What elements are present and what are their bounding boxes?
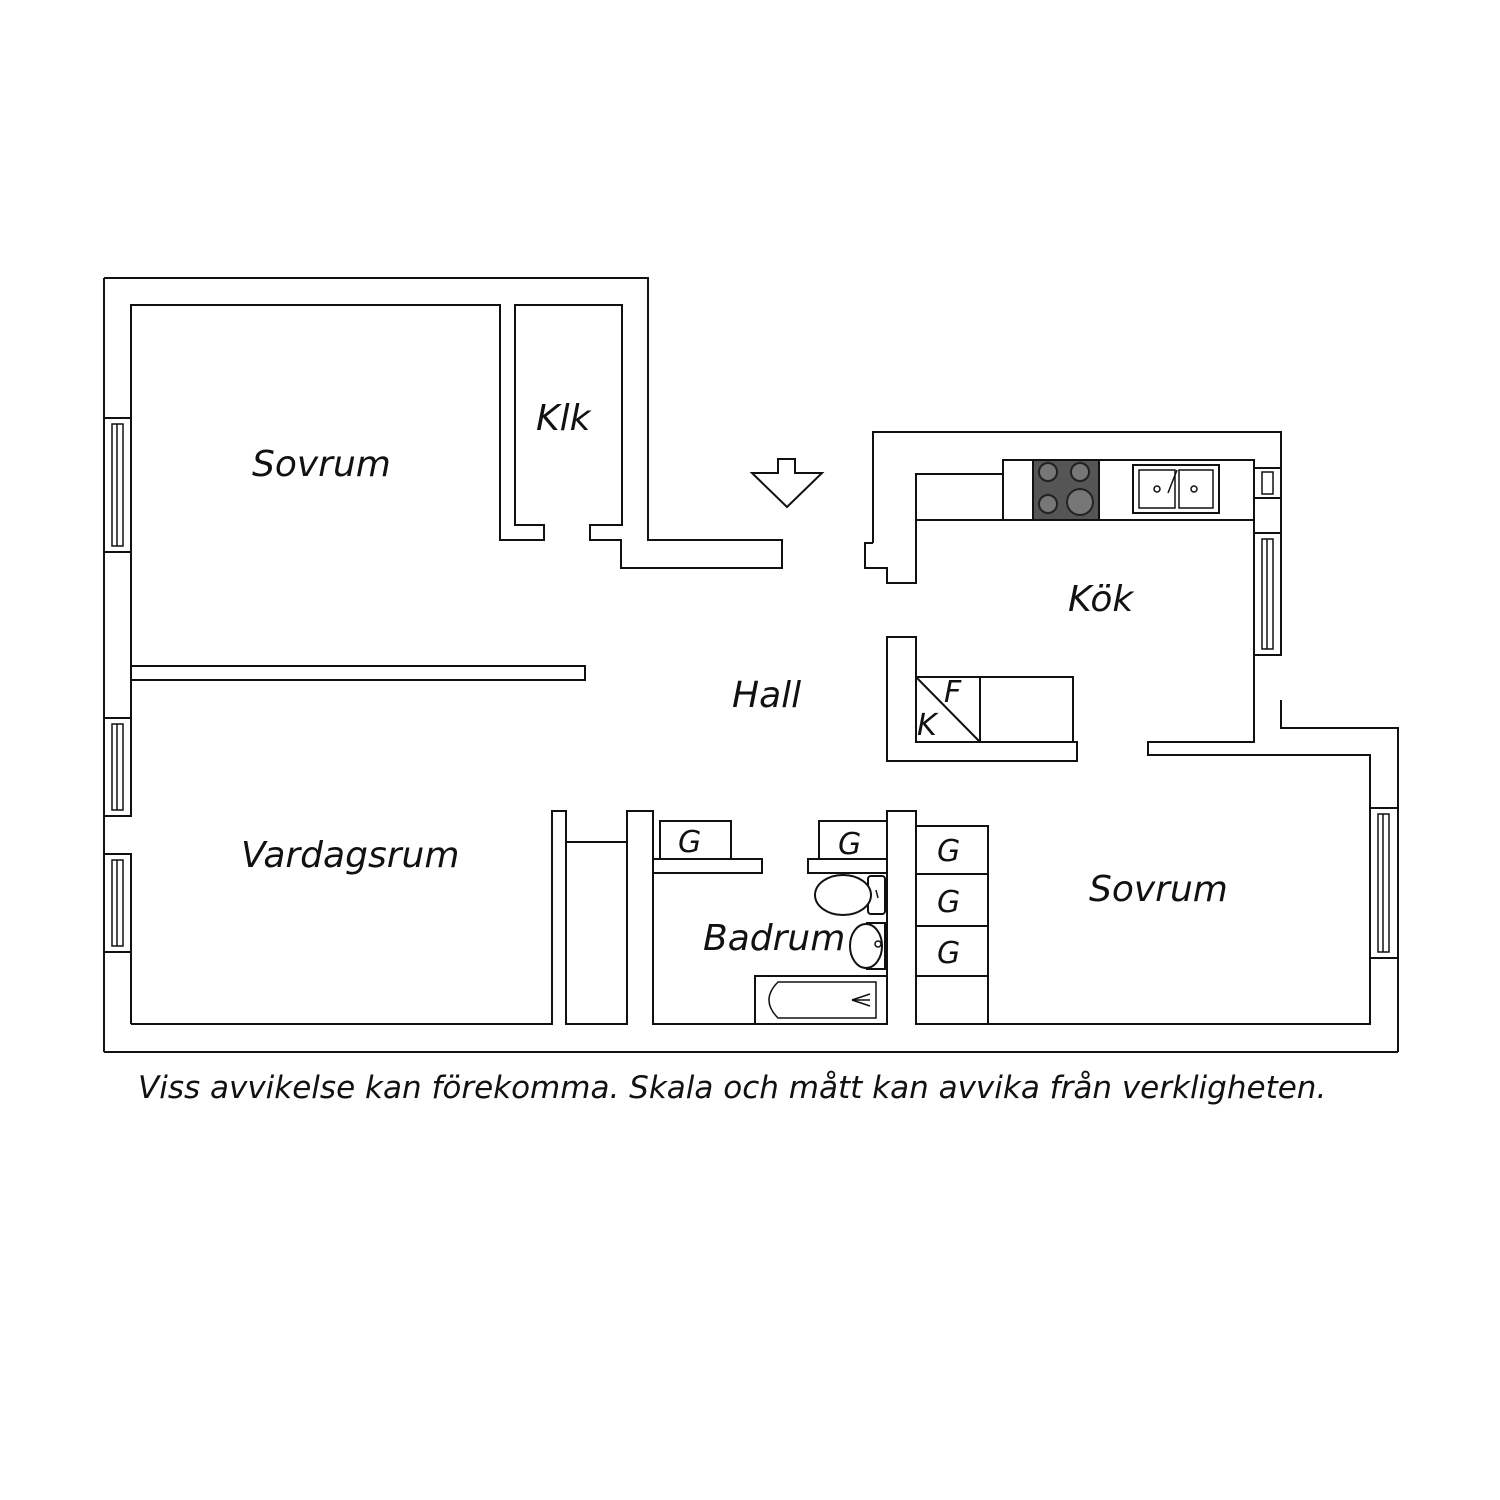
- closet-label: G: [678, 825, 701, 860]
- room-label-klk: Klk: [536, 398, 593, 439]
- closets: [915, 825, 989, 1024]
- closet-label: G: [937, 936, 960, 971]
- room-label-kok: Kök: [1068, 579, 1135, 620]
- bathroom-fixtures: [754, 874, 888, 1025]
- closet-label: G: [937, 885, 960, 920]
- sink: [1132, 464, 1220, 514]
- disclaimer-text: Viss avvikelse kan förekomma. Skala och …: [138, 1070, 1326, 1106]
- room-label-hall: Hall: [732, 675, 801, 716]
- room-label-sovrum-1: Sovrum: [252, 444, 391, 485]
- kitchen-counter: [915, 459, 1255, 521]
- fridge-label: F: [944, 675, 962, 710]
- interior-walls: [130, 636, 1078, 874]
- windows: [103, 417, 1399, 959]
- closet-label: G: [937, 834, 960, 869]
- room-label-badrum: Badrum: [703, 918, 845, 959]
- washbasin: [849, 922, 886, 970]
- room-label-vardagsrum: Vardagsrum: [241, 835, 459, 876]
- toilet: [814, 874, 886, 916]
- closet-label: G: [838, 827, 861, 862]
- freezer-label: K: [917, 708, 939, 743]
- fridge-freezer: [915, 676, 1074, 743]
- entrance-arrow-icon: [749, 458, 825, 509]
- bathtub: [754, 975, 888, 1025]
- room-label-sovrum-2: Sovrum: [1089, 869, 1228, 910]
